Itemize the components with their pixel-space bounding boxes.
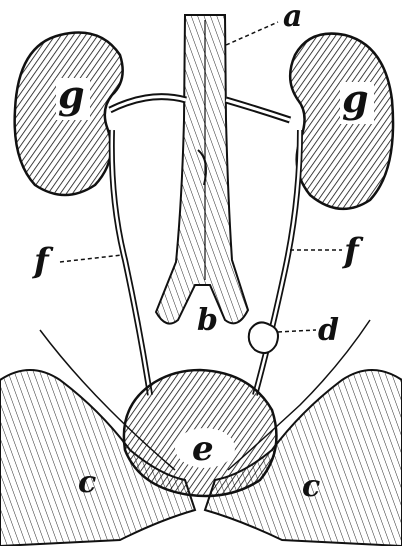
label-f-right: f [342,231,364,271]
label-b: b [197,303,218,338]
label-a: a [283,0,302,34]
label-g-left: g [58,72,85,117]
ureter-right [255,130,300,395]
leader-a [226,22,278,45]
leader-f-left [60,255,122,262]
label-c-left: c [78,465,96,500]
leader-d [278,330,316,332]
structure-d [249,322,278,353]
great-vessels [156,15,248,324]
label-g-right: g [342,76,369,121]
label-c-right: c [302,469,320,504]
label-f-left: f [32,241,54,281]
label-e: e [192,429,214,469]
label-d: d [318,313,339,348]
